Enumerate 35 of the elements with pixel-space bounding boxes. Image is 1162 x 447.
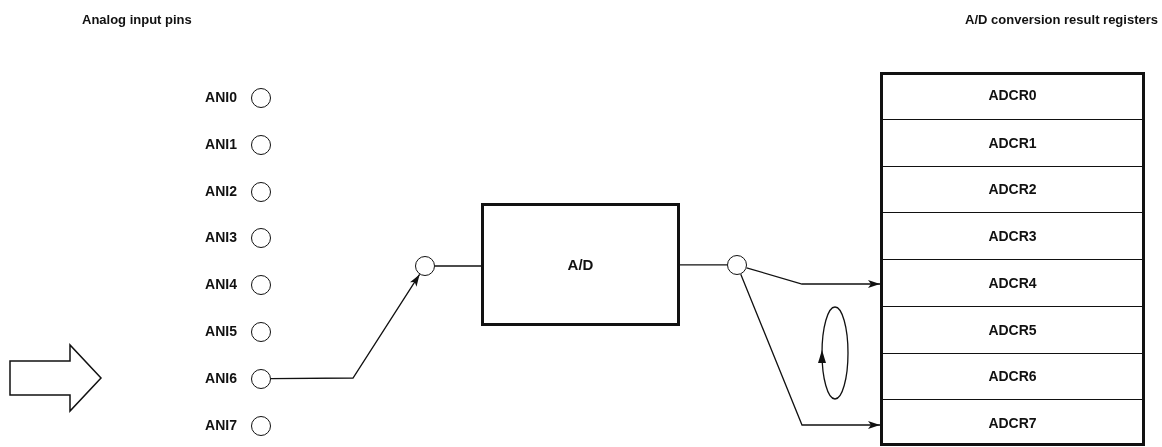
group-heading: Analog input pins <box>82 12 192 27</box>
pin-label: ANI4 <box>205 276 237 293</box>
register-row: ADCR0 <box>880 72 1145 119</box>
register-row: ADCR3 <box>880 212 1145 259</box>
connector-arrow <box>270 273 421 380</box>
terminal-circle <box>415 256 435 276</box>
terminal-circle <box>251 134 271 155</box>
pin-label: ANI2 <box>205 182 237 199</box>
connector-line <box>679 264 728 266</box>
pin-label: ANI5 <box>205 323 237 339</box>
register-stack <box>880 72 1145 446</box>
pin-label: ANI3 <box>205 229 237 246</box>
register-row: ADCR2 <box>880 165 1145 213</box>
terminal-circle <box>251 415 271 436</box>
group-heading: A/D conversion result registers <box>965 12 1158 27</box>
pin-label: ANI7 <box>205 416 237 433</box>
terminal-circle <box>251 368 271 389</box>
pin-label: ANI1 <box>205 135 237 152</box>
connector-arrow <box>740 273 881 429</box>
connector-line <box>434 265 482 267</box>
connector-arrow <box>745 267 881 288</box>
register-row: ADCR7 <box>880 399 1145 446</box>
register-row: ADCR1 <box>880 118 1145 166</box>
converter-box: A/D <box>481 203 680 326</box>
pin-label: ANI0 <box>205 89 237 105</box>
terminal-circle <box>727 255 747 275</box>
terminal-circle <box>251 88 271 108</box>
terminal-circle <box>251 181 271 202</box>
terminal-circle <box>251 322 271 342</box>
terminal-circle <box>251 275 271 296</box>
register-row: ADCR5 <box>880 305 1145 353</box>
register-row: ADCR4 <box>880 259 1145 306</box>
terminal-circle <box>251 228 271 249</box>
register-row: ADCR6 <box>880 352 1145 400</box>
pin-label: ANI6 <box>205 369 237 386</box>
